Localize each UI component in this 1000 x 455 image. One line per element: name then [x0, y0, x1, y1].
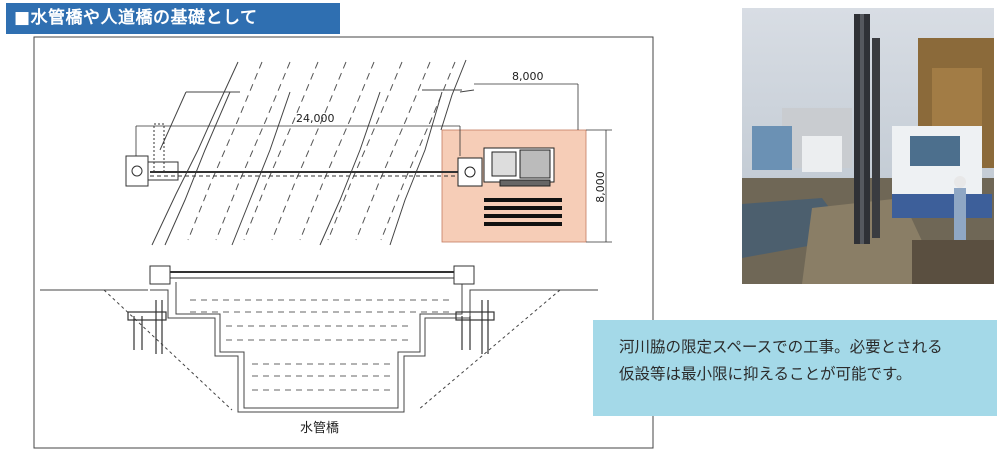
dim-top-label: 8,000	[512, 70, 544, 83]
dim-span-label: 24,000	[296, 112, 335, 125]
caption-line-2: 仮設等は最小限に抑えることが可能です。	[619, 365, 912, 383]
caption-line-1: 河川脇の限定スペースでの工事。必要とされる	[619, 338, 943, 356]
drawing-frame	[33, 36, 654, 449]
plan-view	[151, 59, 475, 246]
dim-side-label: 8,000	[594, 171, 607, 203]
piles	[127, 300, 495, 354]
section-view	[40, 282, 598, 413]
site-photo	[742, 8, 994, 284]
left-abutment	[125, 123, 179, 187]
bridge-label: 水管橋	[300, 421, 339, 436]
section-title: ■水管橋や人道橋の基礎として	[6, 3, 340, 34]
water-pipe	[149, 265, 475, 285]
pile-driver-machine	[457, 147, 555, 187]
dimension-lines	[135, 83, 612, 243]
construction-drawing: 8,000 24,000 8,000	[33, 36, 654, 449]
material-rails	[484, 198, 562, 226]
caption-box: 河川脇の限定スペースでの工事。必要とされる 仮設等は最小限に抑えることが可能です…	[593, 320, 997, 416]
